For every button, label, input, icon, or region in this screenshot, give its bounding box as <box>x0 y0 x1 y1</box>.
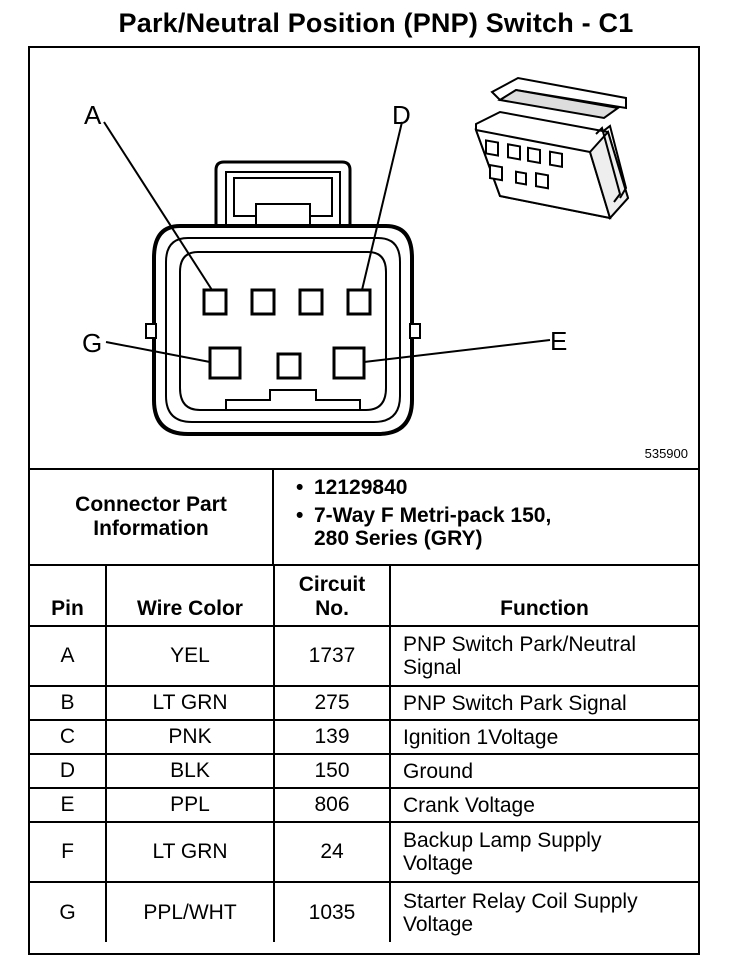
cell-pin: F <box>30 821 107 883</box>
cell-wire-color: BLK <box>105 753 275 789</box>
cavity-e <box>332 346 366 380</box>
cell-wire-color: YEL <box>105 625 275 687</box>
cell-circuit: 139 <box>273 719 391 755</box>
connector-info-label: Connector Part Information <box>30 470 274 564</box>
connector-sheet: A D G E 535900 <box>28 46 700 955</box>
cell-circuit: 275 <box>273 685 391 721</box>
connector-type-line1: 7-Way F Metri-pack 150, <box>314 504 552 527</box>
connector-type-line2: 280 Series (GRY) <box>314 527 483 550</box>
pin-label-d: D <box>392 100 411 130</box>
cavity-a <box>202 288 228 316</box>
table-row: B LT GRN 275 PNP Switch Park Signal <box>30 685 698 721</box>
function-line1: Backup Lamp Supply <box>403 829 602 852</box>
cell-pin: G <box>30 881 107 942</box>
cell-wire-color: PPL <box>105 787 275 823</box>
cell-wire-color: PPL/WHT <box>105 881 275 942</box>
function-line2: Signal <box>403 656 462 679</box>
cavity-f <box>276 352 302 380</box>
connector-face-drawing: A D G E <box>82 76 630 436</box>
connector-info-list: 12129840 7-Way F Metri-pack 150, 280 Ser… <box>284 476 551 555</box>
header-circuit-line1: Circuit <box>298 573 366 596</box>
connector-part-information: Connector Part Information 12129840 7-Wa… <box>30 470 698 566</box>
cell-function: PNP Switch Park Signal <box>389 685 698 721</box>
table-row: G PPL/WHT 1035 Starter Relay Coil Supply… <box>30 881 698 942</box>
cavity-c <box>298 288 324 316</box>
cell-wire-color: PNK <box>105 719 275 755</box>
cell-circuit: 1035 <box>273 881 391 942</box>
cell-wire-color: LT GRN <box>105 821 275 883</box>
function-line2: Voltage <box>403 912 474 936</box>
table-row: E PPL 806 Crank Voltage <box>30 787 698 823</box>
header-circuit-line2: No. <box>315 597 349 620</box>
cell-circuit: 1737 <box>273 625 391 687</box>
connector-type: 7-Way F Metri-pack 150, 280 Series (GRY) <box>284 504 551 550</box>
connector-diagram: A D G E 535900 <box>30 48 698 470</box>
cell-circuit: 150 <box>273 753 391 789</box>
reference-number: 535900 <box>644 446 688 461</box>
function-line2: Voltage <box>403 852 474 875</box>
function-line1: PNP Switch Park/Neutral <box>403 633 637 656</box>
connector-info-label-line1: Connector Part <box>75 493 227 516</box>
cell-pin: B <box>30 685 107 721</box>
header-function: Function <box>389 566 698 627</box>
page-title: Park/Neutral Position (PNP) Switch - C1 <box>118 8 634 38</box>
cavity-b <box>250 288 276 316</box>
cell-pin: A <box>30 625 107 687</box>
cell-function: Crank Voltage <box>389 787 698 823</box>
header-wire-color: Wire Color <box>105 566 275 627</box>
cell-function: Ignition 1Voltage <box>389 719 698 755</box>
cell-circuit: 806 <box>273 787 391 823</box>
pinout-table: Pin Wire Color Circuit No. Function A YE… <box>30 566 698 942</box>
cavity-d <box>346 288 372 316</box>
pin-label-e: E <box>550 326 567 356</box>
cell-pin: E <box>30 787 107 823</box>
cell-pin: D <box>30 753 107 789</box>
header-circuit-no: Circuit No. <box>273 566 391 627</box>
table-row: C PNK 139 Ignition 1Voltage <box>30 719 698 755</box>
table-row: D BLK 150 Ground <box>30 753 698 789</box>
header-pin: Pin <box>30 566 107 627</box>
cell-pin: C <box>30 719 107 755</box>
cell-circuit: 24 <box>273 821 391 883</box>
cavity-g <box>208 346 242 380</box>
pin-label-g: G <box>82 328 102 358</box>
connector-info-label-line2: Information <box>93 517 209 540</box>
function-line1: Starter Relay Coil Supply <box>403 889 638 913</box>
cell-function: Ground <box>389 753 698 789</box>
cell-wire-color: LT GRN <box>105 685 275 721</box>
table-header-row: Pin Wire Color Circuit No. Function <box>30 566 698 627</box>
pin-label-a: A <box>84 100 102 130</box>
part-number: 12129840 <box>284 476 551 499</box>
connector-3d-sketch <box>474 76 630 220</box>
